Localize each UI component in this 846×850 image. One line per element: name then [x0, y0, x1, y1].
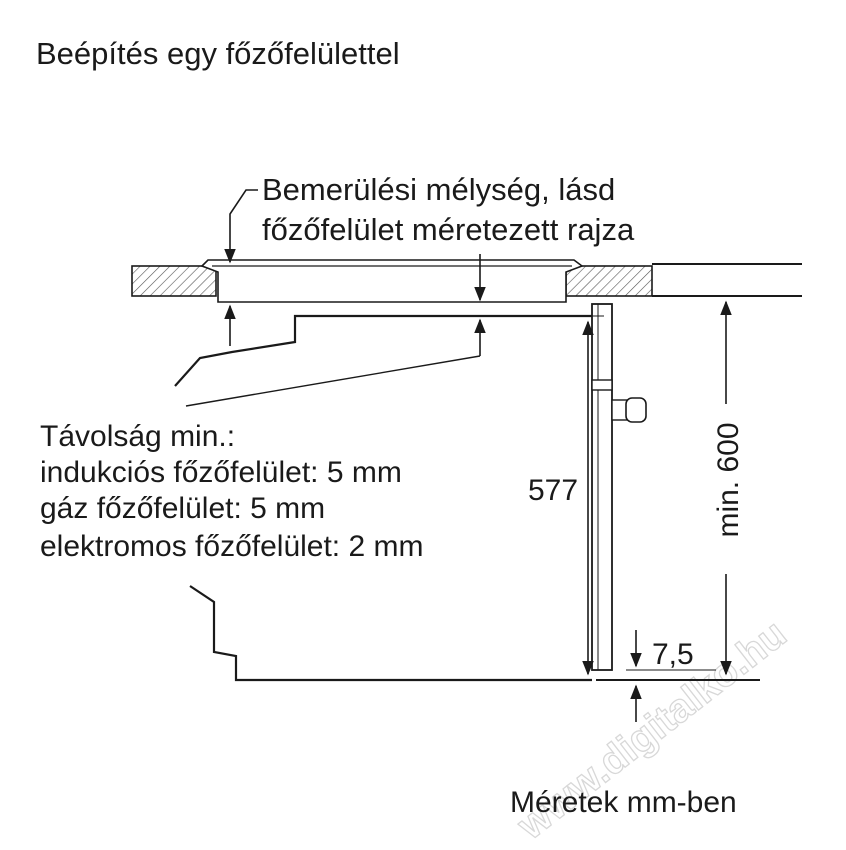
page-title: Beépítés egy főzőfelülettel — [36, 36, 400, 71]
niche-label-bg — [708, 404, 744, 574]
distance-leader — [185, 355, 481, 407]
distance-line-gas: gáz főzőfelület: 5 mm — [40, 492, 325, 525]
units-note: Méretek mm-ben — [510, 786, 737, 819]
oven-bottom-outline — [189, 585, 592, 682]
worktop-left — [131, 265, 217, 297]
depth-note-line2: főzőfelület méretezett rajza — [262, 212, 635, 247]
height-label: 577 — [528, 474, 578, 507]
worktop-right — [565, 265, 653, 297]
oven-panel-seam — [591, 379, 613, 391]
depth-leader-arrow — [224, 189, 258, 264]
height-label-bg — [520, 470, 584, 510]
oven-door — [591, 303, 613, 671]
distance-note-bg — [36, 416, 516, 566]
gap-label: 7,5 — [652, 638, 694, 671]
niche-label: min. 600 — [712, 422, 745, 537]
oven-top-outline — [174, 314, 592, 387]
distance-line-electric: elektromos főzőfelület: 2 mm — [40, 530, 423, 563]
depth-note-line1: Bemerülési mélység, lásd — [262, 172, 615, 207]
cooktop-body — [200, 259, 584, 303]
distance-heading: Távolság min.: — [40, 420, 235, 453]
distance-line-induction: indukciós főzőfelület: 5 mm — [40, 456, 402, 489]
oven-knob — [625, 397, 647, 423]
